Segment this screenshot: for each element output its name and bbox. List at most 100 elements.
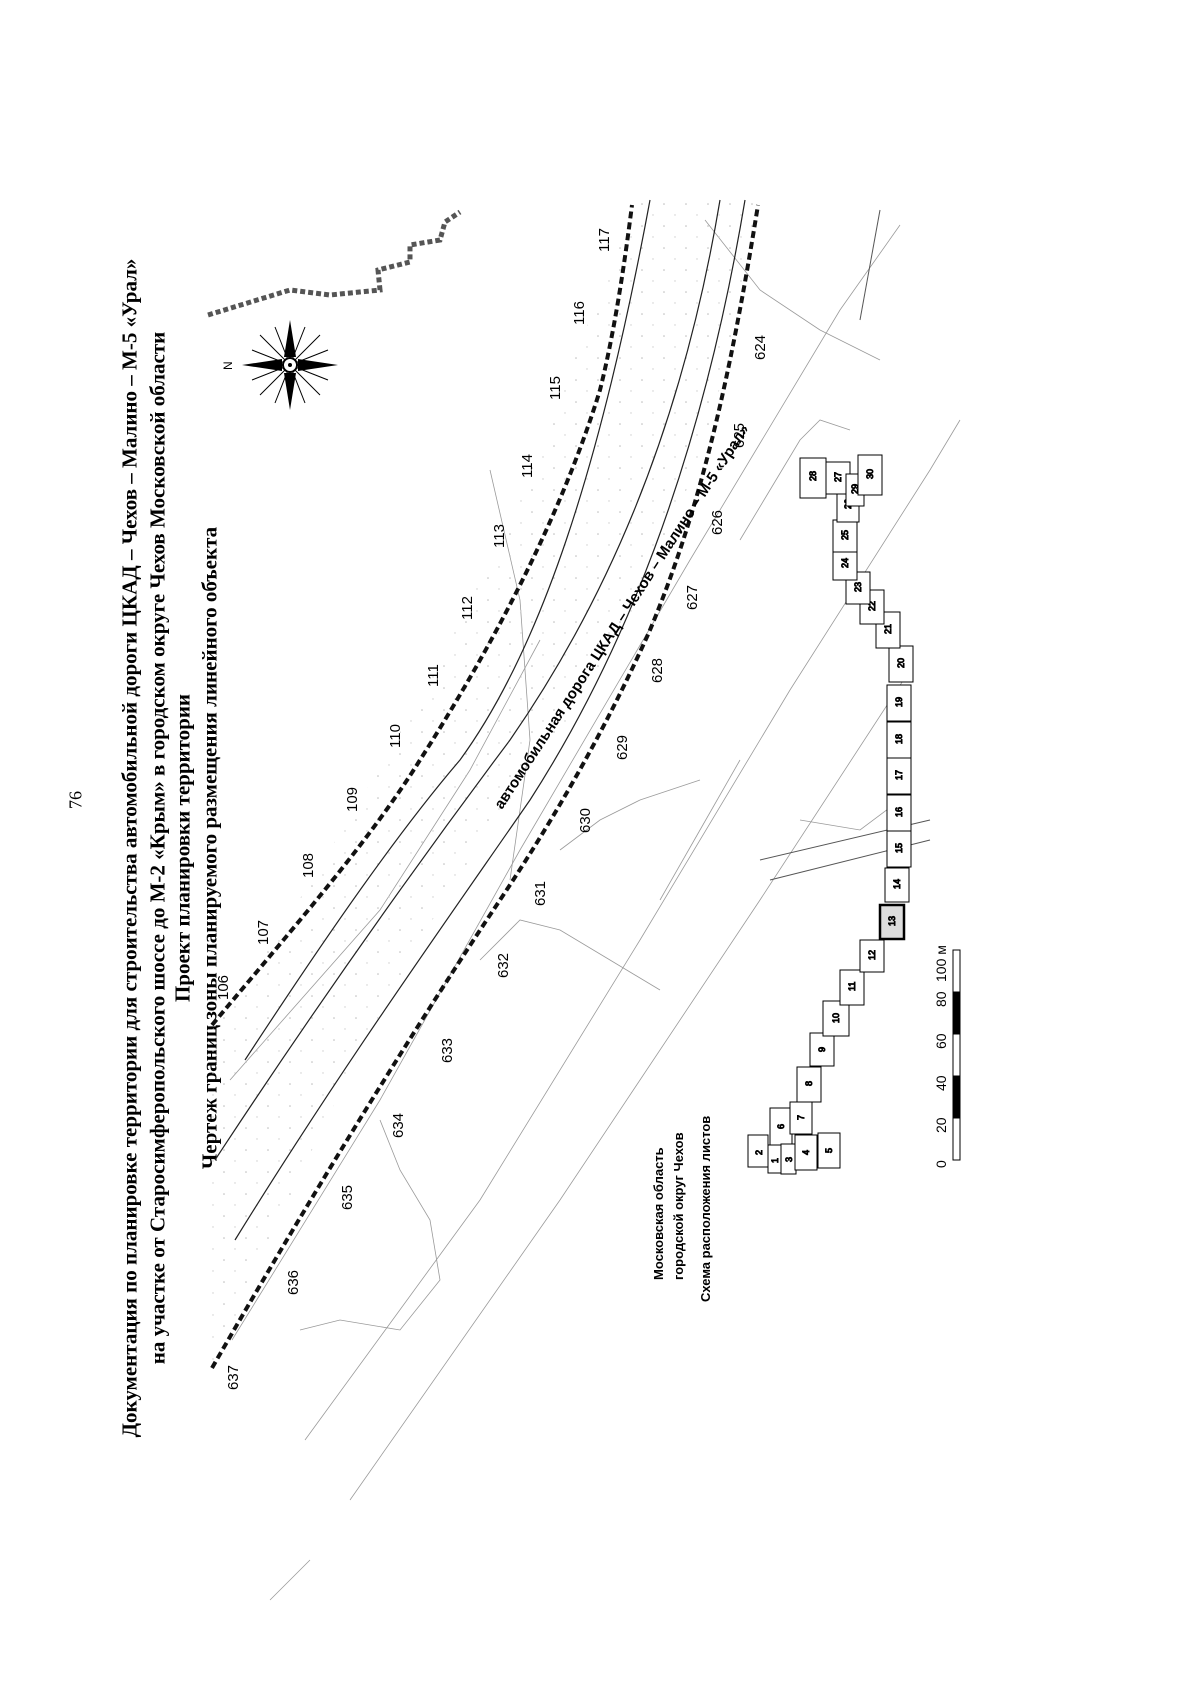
upper-boundary-labels: 106 107 108 109 110 111 112 113 114 115 … [215, 228, 613, 1000]
scale-tick-20: 20 [933, 1117, 949, 1133]
point-label-630: 630 [577, 808, 594, 833]
point-label-108: 108 [300, 853, 317, 878]
scale-tick-60: 60 [933, 1033, 949, 1049]
svg-text:29: 29 [850, 484, 860, 494]
terrain-lines [229, 219, 961, 1601]
sheet-30: 30 [857, 454, 883, 496]
svg-text:13: 13 [887, 916, 897, 926]
side-labels: Московская область городской округ Чехов… [651, 1116, 713, 1302]
planned-zone-fill [212, 200, 760, 1370]
sheet-14: 14 [884, 867, 910, 903]
lower-boundary-labels: 637 636 635 634 633 632 631 630 629 628 … [225, 335, 769, 1390]
svg-text:1: 1 [770, 1158, 780, 1163]
sheet-scheme-label: Схема расположения листов [698, 1116, 713, 1302]
sheet-24: 24 [832, 547, 858, 581]
sheet-21: 21 [875, 611, 901, 649]
svg-text:7: 7 [796, 1115, 806, 1120]
svg-text:14: 14 [892, 879, 902, 889]
sheet-9: 9 [809, 1032, 835, 1067]
upper-boundary-line [210, 204, 634, 1027]
point-label-113: 113 [491, 524, 508, 548]
point-label-635: 635 [339, 1185, 356, 1210]
point-label-628: 628 [649, 658, 666, 683]
sheet-1: 1 [767, 1144, 782, 1174]
point-label-631: 631 [532, 881, 549, 906]
point-label-626: 626 [709, 510, 726, 535]
svg-text:2: 2 [754, 1150, 764, 1155]
point-label-634: 634 [390, 1113, 407, 1138]
zigzag-boundary [207, 209, 462, 318]
svg-text:23: 23 [853, 582, 863, 592]
north-arrow: N [221, 320, 338, 410]
sheet-5: 5 [817, 1132, 841, 1169]
sheet-layout-scheme: 2 1 6 3 7 4 5 8 9 10 11 12 13 14 15 16 1… [747, 454, 914, 1175]
sheet-6: 6 [769, 1107, 793, 1146]
point-label-633: 633 [439, 1038, 456, 1063]
svg-text:12: 12 [867, 950, 877, 960]
svg-text:22: 22 [867, 601, 877, 611]
sheet-2: 2 [747, 1134, 769, 1168]
point-label-632: 632 [495, 953, 512, 978]
point-label-636: 636 [285, 1270, 302, 1295]
sheet-16: 16 [886, 794, 912, 832]
point-label-114: 114 [519, 454, 536, 478]
svg-text:9: 9 [817, 1047, 827, 1052]
point-label-627: 627 [684, 585, 701, 610]
sheet-25: 25 [832, 519, 858, 553]
sheet-18: 18 [886, 721, 912, 759]
point-label-625: 625 [731, 423, 748, 448]
sheet-4: 4 [794, 1134, 818, 1171]
sheet-11: 11 [839, 969, 865, 1006]
point-label-109: 109 [344, 787, 361, 812]
lower-boundary-line [210, 204, 760, 1369]
north-label: N [221, 361, 235, 370]
svg-text:27: 27 [833, 472, 843, 482]
svg-text:24: 24 [840, 558, 850, 568]
svg-text:28: 28 [808, 471, 818, 481]
svg-text:25: 25 [840, 530, 850, 540]
scale-tick-100: 100 м [933, 945, 949, 982]
point-label-624: 624 [752, 335, 769, 360]
svg-text:19: 19 [894, 697, 904, 707]
point-label-116: 116 [571, 301, 588, 325]
point-label-106: 106 [215, 975, 232, 1000]
sheet-20: 20 [888, 645, 914, 683]
point-label-117: 117 [596, 228, 613, 252]
scale-tick-80: 80 [933, 991, 949, 1007]
sheet-12: 12 [859, 939, 885, 973]
svg-text:15: 15 [894, 843, 904, 853]
svg-text:6: 6 [776, 1124, 786, 1129]
sheet-3: 3 [780, 1143, 797, 1175]
point-label-112: 112 [459, 596, 476, 620]
svg-text:18: 18 [894, 734, 904, 744]
svg-text:5: 5 [824, 1148, 834, 1153]
sheet-19: 19 [886, 684, 912, 722]
svg-text:11: 11 [847, 982, 857, 991]
svg-text:3: 3 [784, 1157, 794, 1162]
svg-text:30: 30 [865, 469, 875, 479]
point-label-637: 637 [225, 1365, 242, 1390]
region-label: Московская область [651, 1147, 666, 1280]
scale-tick-0: 0 [933, 1160, 949, 1168]
road-edges [214, 199, 746, 1241]
svg-text:20: 20 [896, 658, 906, 668]
svg-text:21: 21 [883, 624, 893, 634]
sheet-28: 28 [799, 457, 827, 499]
point-label-111: 111 [425, 664, 442, 687]
point-label-629: 629 [614, 735, 631, 760]
svg-text:17: 17 [894, 770, 904, 780]
point-label-115: 115 [547, 376, 564, 400]
point-label-107: 107 [255, 920, 272, 945]
svg-text:16: 16 [894, 807, 904, 817]
sheet-8: 8 [796, 1066, 822, 1103]
svg-text:8: 8 [804, 1081, 814, 1086]
district-label: городской округ Чехов [671, 1132, 686, 1280]
svg-text:4: 4 [801, 1150, 811, 1155]
sheet-10: 10 [822, 1000, 850, 1037]
svg-text:10: 10 [831, 1013, 841, 1023]
sheet-13-current: 13 [878, 903, 906, 941]
sheet-17: 17 [886, 757, 912, 795]
scale-bar: 0 20 40 60 80 100 м [933, 945, 961, 1168]
scale-tick-40: 40 [933, 1075, 949, 1091]
